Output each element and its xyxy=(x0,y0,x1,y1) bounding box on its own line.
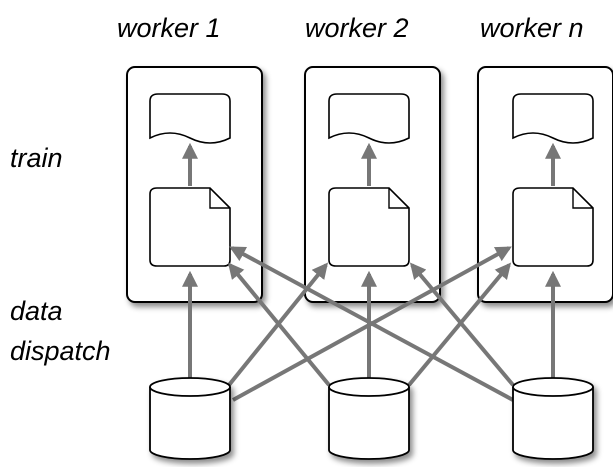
file-icon xyxy=(328,187,410,267)
file-fold xyxy=(209,188,230,209)
database-icon xyxy=(512,377,594,460)
document-icon xyxy=(149,93,231,144)
data-dispatch-label-line1: data xyxy=(10,296,63,326)
model-files xyxy=(149,187,594,267)
arrow xyxy=(409,262,515,387)
file-icon xyxy=(149,187,231,267)
file-fold xyxy=(572,188,593,209)
data-dispatch-label-line2: dispatch xyxy=(10,336,111,366)
file-fold xyxy=(388,188,409,209)
file-icon xyxy=(512,187,594,267)
document-icon xyxy=(328,93,410,144)
worker-1-label: worker 1 xyxy=(117,13,221,43)
arrow xyxy=(229,246,514,402)
worker-n-label: worker n xyxy=(480,13,584,43)
arrow xyxy=(407,262,512,387)
database-icon xyxy=(149,377,231,460)
train-label: train xyxy=(10,143,63,173)
output-documents xyxy=(149,93,594,144)
dispatch-arrows xyxy=(182,142,561,402)
data-sources xyxy=(149,377,594,460)
document-icon xyxy=(512,93,594,144)
database-icon xyxy=(328,377,410,460)
arrow xyxy=(227,262,331,387)
worker-2-label: worker 2 xyxy=(305,13,409,43)
